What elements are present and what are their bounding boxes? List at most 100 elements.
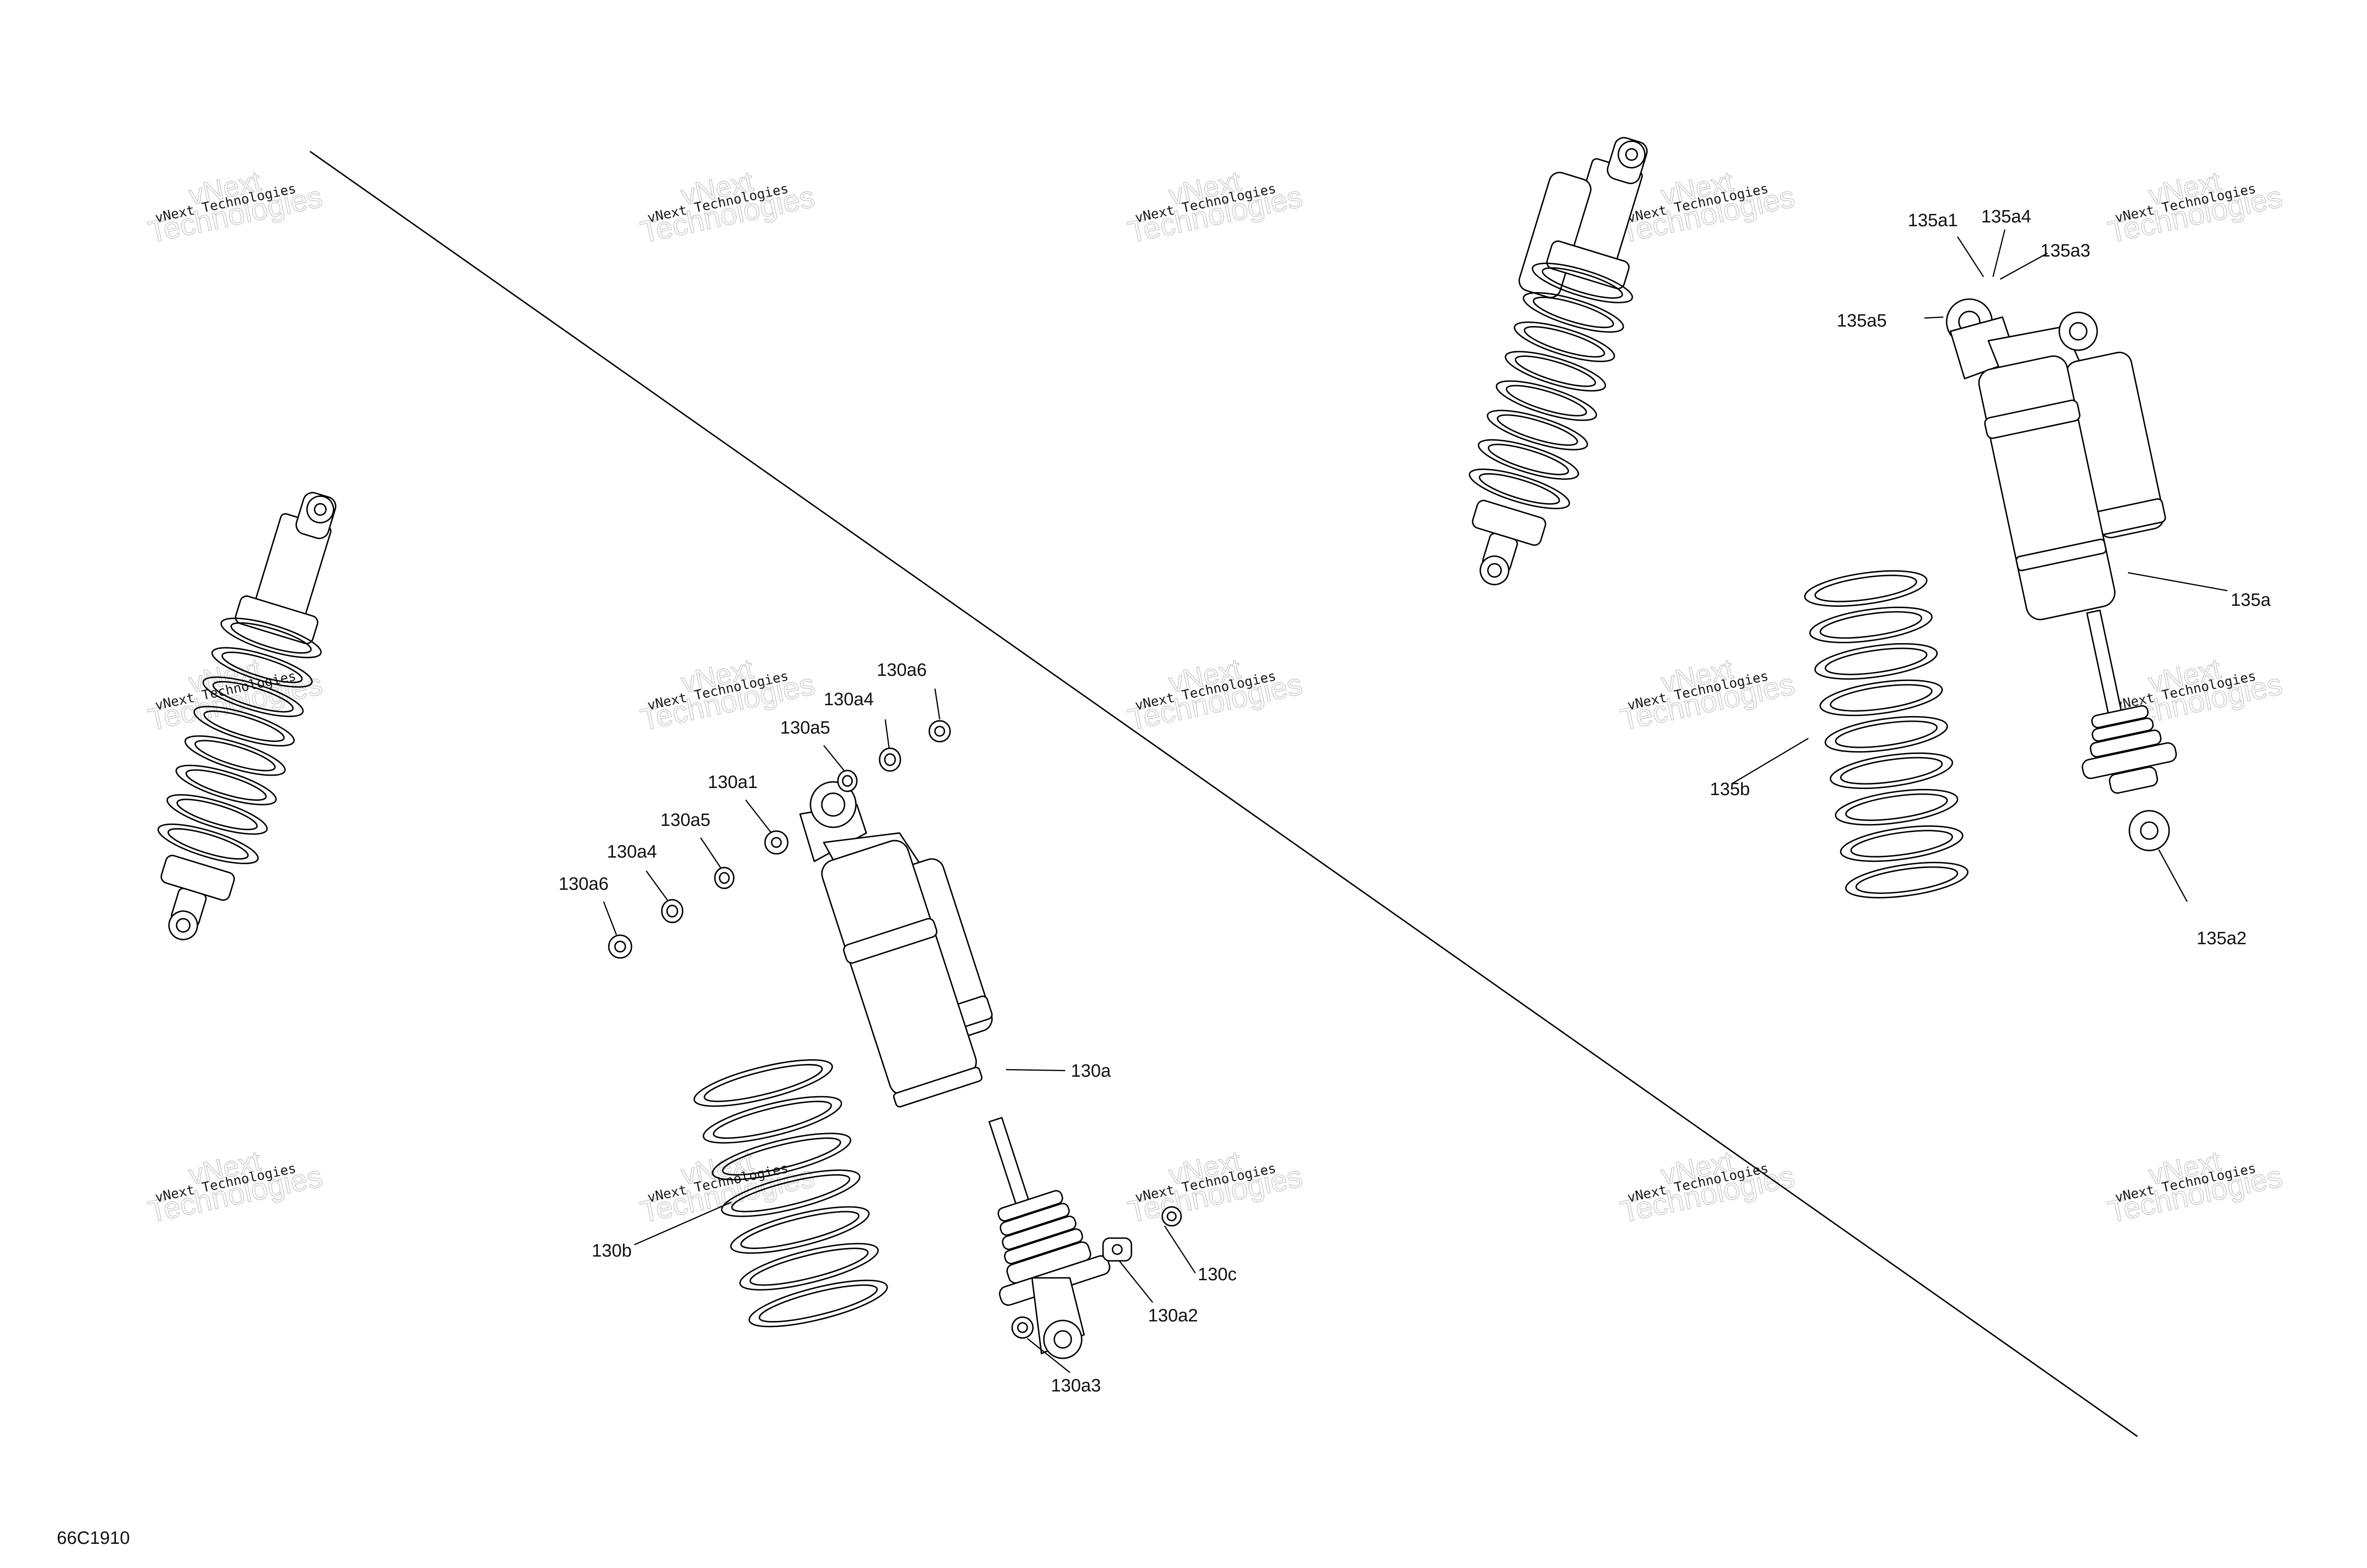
spring-coil-inner: [749, 1248, 869, 1286]
callout-130b: 130b: [592, 1241, 632, 1261]
spring-coil: [693, 1059, 833, 1107]
callout-130a3: 130a3: [1051, 1376, 1101, 1396]
callout-130a2: 130a2: [1148, 1306, 1198, 1326]
spring-coil-inner: [1514, 355, 1596, 387]
callout-130a6-left: 130a6: [559, 874, 609, 894]
spring-coil-inner: [1824, 647, 1928, 675]
callout-130a6-top: 130a6: [877, 660, 927, 680]
callout-135a5: 135a5: [1837, 311, 1887, 331]
spring-coil: [1840, 825, 1964, 862]
spring-coil: [1814, 643, 1938, 680]
spring-coil-inner: [212, 681, 294, 713]
spring-coil: [1504, 351, 1606, 392]
spring-coil-inner: [1840, 757, 1943, 785]
spring-coil-inner: [1532, 296, 1614, 328]
callout-135b: 135b: [1710, 780, 1750, 799]
spring-coil-inner: [1830, 684, 1933, 712]
spring-coil-inner: [1523, 326, 1605, 358]
shock-130a-body: [799, 781, 1111, 1359]
callout-135a4: 135a4: [1981, 207, 2031, 227]
figure-code: 66C1910: [57, 1528, 130, 1548]
spring-coil: [712, 1133, 852, 1180]
spring-coil: [1531, 262, 1633, 303]
callout-130a4-top: 130a4: [824, 690, 874, 709]
spring-coil-inner: [230, 622, 312, 654]
shock-135a-body: [1946, 298, 2177, 851]
callout-130a1: 130a1: [708, 772, 758, 792]
callout-130a5-left: 130a5: [660, 810, 711, 830]
spring-coil: [1513, 321, 1615, 363]
spring-coil-inner: [221, 651, 303, 683]
spring-coil: [1477, 439, 1579, 480]
hardware-130: [608, 720, 1182, 1339]
spring-coil-inner: [1850, 830, 1953, 858]
spring-coil-inner: [194, 740, 276, 771]
spring-coil-inner: [167, 828, 249, 860]
spring-coil: [184, 735, 286, 776]
spring-coil: [1809, 606, 1933, 643]
spring-coil-inner: [758, 1284, 878, 1323]
spring-coil-inner: [703, 1064, 823, 1102]
spring-coil-inner: [731, 1174, 851, 1213]
spring-coil-inner: [740, 1211, 860, 1249]
spring-coil-inner: [1496, 414, 1578, 446]
spring-coil: [703, 1096, 842, 1144]
spring-coil-inner: [1505, 385, 1587, 416]
spring-coil-inner: [1541, 267, 1623, 299]
spring-coil-inner: [1819, 611, 1922, 639]
spring-coil: [1834, 788, 1958, 826]
spring-coil: [721, 1169, 861, 1217]
spring-coil: [193, 706, 295, 747]
callout-135a1: 135a1: [1908, 211, 1958, 230]
spring-coil: [211, 647, 313, 688]
spring-coil: [202, 676, 304, 718]
spring-coil: [1824, 716, 1948, 753]
spring-coil: [1495, 380, 1597, 421]
spring-coil: [730, 1206, 870, 1254]
spring-135b: [1804, 570, 1969, 899]
spring-coil-inner: [1487, 443, 1569, 476]
callout-135a2: 135a2: [2197, 929, 2247, 948]
spring-coil: [1522, 292, 1624, 333]
spring-coil: [175, 764, 277, 806]
spring-coil-inner: [203, 710, 285, 742]
spring-coil-inner: [1845, 793, 1948, 821]
spring-coil-inner: [712, 1100, 832, 1139]
callout-135a3: 135a3: [2040, 241, 2091, 261]
spring-coil: [1830, 752, 1953, 789]
spring-coil-inner: [1814, 575, 1917, 602]
spring-coil: [1819, 679, 1943, 717]
separator-line: [310, 151, 2138, 1437]
spring-coil: [739, 1243, 879, 1291]
callout-labels: 130a6 130a4 130a5 130a1 130a5 130a4 130a…: [559, 207, 2271, 1396]
spring-coil: [1486, 409, 1588, 451]
spring-coil: [1804, 570, 1928, 607]
leader-lines: [603, 229, 2228, 1373]
spring-130b: [693, 1059, 888, 1328]
spring-coil: [1468, 469, 1570, 509]
callout-130c: 130c: [1198, 1265, 1237, 1285]
assembled-shock-top-right: [1468, 137, 1648, 585]
spring-coil-inner: [1855, 866, 1958, 894]
callout-135a: 135a: [2231, 590, 2271, 610]
callout-130a: 130a: [1071, 1061, 1111, 1081]
callout-130a4-left: 130a4: [607, 842, 657, 862]
assembled-shock-left: [157, 492, 337, 940]
spring-coil: [157, 824, 259, 864]
spring-coil-inner: [1835, 720, 1938, 748]
callout-130a5-top: 130a5: [780, 718, 830, 738]
spring-coil-inner: [722, 1137, 841, 1176]
